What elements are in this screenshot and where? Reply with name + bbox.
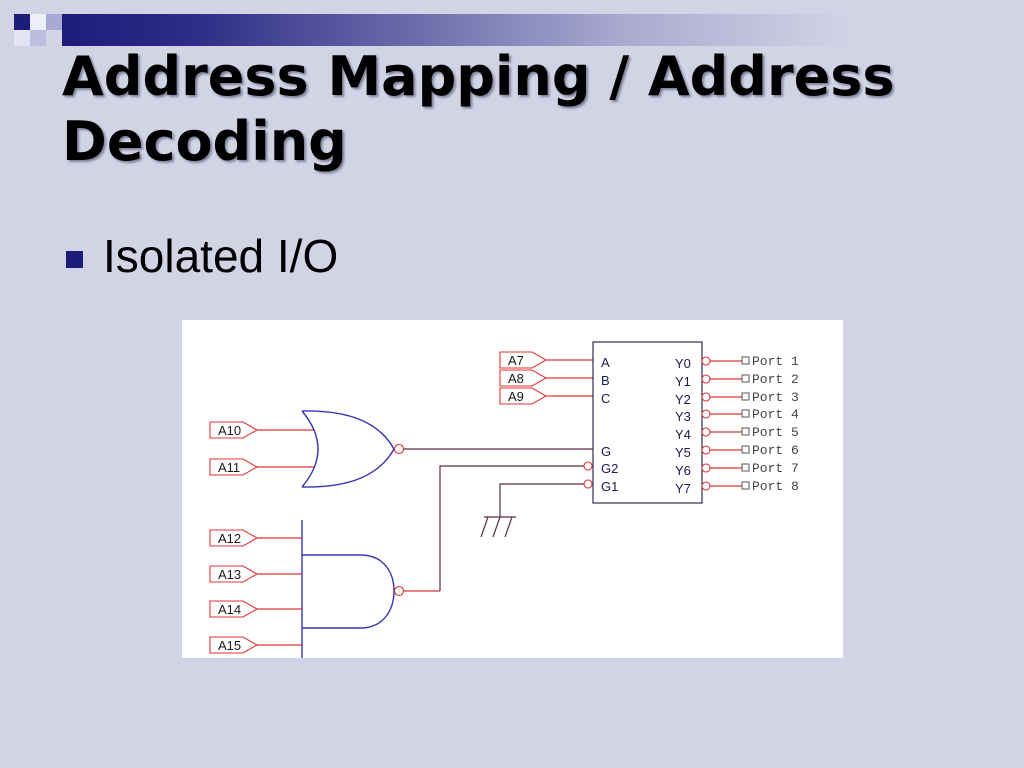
or-gate-body-top <box>301 410 395 450</box>
input-tag-a7 <box>499 351 548 369</box>
g1-ground-connection <box>480 479 593 538</box>
port-connector-3 <box>741 392 750 401</box>
port-connector-7 <box>741 463 750 472</box>
decoder-pin-c: C <box>601 391 610 406</box>
input-tag-a15-label: A15 <box>218 638 241 653</box>
decoder-pin-b: B <box>601 373 610 388</box>
decoder-pin-g2: G2 <box>601 461 618 476</box>
decoder-pin-y2: Y2 <box>675 392 691 407</box>
decoder-address-inputs: A7 A8 A9 <box>499 351 593 405</box>
or-gate-inverter-bubble <box>393 443 405 455</box>
input-tag-a13-label: A13 <box>218 567 241 582</box>
input-tag-a9-label: A9 <box>508 389 524 404</box>
input-tag-a12 <box>209 529 259 547</box>
bullet-square-icon <box>66 251 83 268</box>
port-connector-1 <box>741 356 750 365</box>
wire-g1-to-ground <box>499 483 584 517</box>
port-label-2: Port 2 <box>752 372 799 387</box>
slide-title: Address Mapping / Address Decoding <box>62 45 895 173</box>
g2-inverter-bubble <box>583 461 593 471</box>
wire-nand-to-g2 <box>439 465 584 591</box>
decoration-square <box>30 14 46 30</box>
decoder-outputs: Port 1 Port 2 Port 3 Port 4 Port 5 Port … <box>701 354 799 494</box>
inverter-bubble-y2 <box>701 392 711 402</box>
circuit-diagram-panel: A7 A8 A9 A B C G G2 G1 Y0 Y1 Y2 Y3 Y4 Y5… <box>182 320 843 658</box>
input-tag-a8 <box>499 369 548 387</box>
port-label-8: Port 8 <box>752 479 799 494</box>
nand-gate-group: A12 A13 A14 A15 <box>209 461 593 658</box>
decoder-pin-y0: Y0 <box>675 356 691 371</box>
input-tag-a10 <box>209 421 259 439</box>
ground-symbol <box>480 516 516 538</box>
input-tag-a9 <box>499 387 548 405</box>
g1-inverter-bubble <box>583 479 593 489</box>
port-connector-6 <box>741 445 750 454</box>
decoder-74138: A B C G G2 G1 Y0 Y1 Y2 Y3 Y4 Y5 Y6 Y7 <box>592 341 703 504</box>
input-tag-a7-label: A7 <box>508 353 524 368</box>
decoder-pin-y6: Y6 <box>675 463 691 478</box>
input-tag-a13 <box>209 565 259 583</box>
decoration-square <box>14 30 30 46</box>
decoder-pin-g: G <box>601 444 611 459</box>
decoration-square <box>14 14 30 30</box>
decoder-pin-y4: Y4 <box>675 427 691 442</box>
port-label-4: Port 4 <box>752 407 799 422</box>
input-tag-a10-label: A10 <box>218 423 241 438</box>
decoder-pin-y3: Y3 <box>675 409 691 424</box>
port-label-6: Port 6 <box>752 443 799 458</box>
nor-gate-group: A10 A11 <box>209 410 593 488</box>
port-label-1: Port 1 <box>752 354 799 369</box>
header-gradient-bar <box>62 14 1024 46</box>
decoder-pin-a: A <box>601 355 610 370</box>
decoder-pin-g1: G1 <box>601 479 618 494</box>
input-tag-a14-label: A14 <box>218 602 241 617</box>
circuit-diagram: A7 A8 A9 A B C G G2 G1 Y0 Y1 Y2 Y3 Y4 Y5… <box>209 341 799 658</box>
port-connector-8 <box>741 481 750 490</box>
input-tag-a12-label: A12 <box>218 531 241 546</box>
decoder-pin-y5: Y5 <box>675 445 691 460</box>
port-connector-5 <box>741 427 750 436</box>
inverter-bubble-y6 <box>701 463 711 473</box>
decoration-square <box>46 14 62 30</box>
or-gate-body-back <box>301 410 319 488</box>
or-gate-body-bottom <box>301 448 395 488</box>
inverter-bubble-y1 <box>701 374 711 384</box>
decoder-chip <box>592 341 703 504</box>
bullet-item: Isolated I/O <box>103 230 339 282</box>
input-tag-a11-label: A11 <box>218 460 240 475</box>
inverter-bubble-y3 <box>701 409 711 419</box>
port-connector-4 <box>741 409 750 418</box>
port-label-7: Port 7 <box>752 461 799 476</box>
decoration-square <box>30 30 46 46</box>
inverter-bubble-y0 <box>701 356 711 366</box>
input-tag-a14 <box>209 600 259 618</box>
inverter-bubble-y5 <box>701 445 711 455</box>
port-label-5: Port 5 <box>752 425 799 440</box>
decoder-pin-y1: Y1 <box>675 374 691 389</box>
port-connector-2 <box>741 374 750 383</box>
and-gate-inverter-bubble <box>393 585 405 597</box>
port-label-3: Port 3 <box>752 390 799 405</box>
input-tag-a8-label: A8 <box>508 371 524 386</box>
and-gate-body <box>302 554 395 629</box>
inverter-bubble-y7 <box>701 481 711 491</box>
decoder-pin-y7: Y7 <box>675 481 691 496</box>
inverter-bubble-y4 <box>701 427 711 437</box>
input-tag-a11 <box>209 458 259 476</box>
input-tag-a15 <box>209 636 259 654</box>
